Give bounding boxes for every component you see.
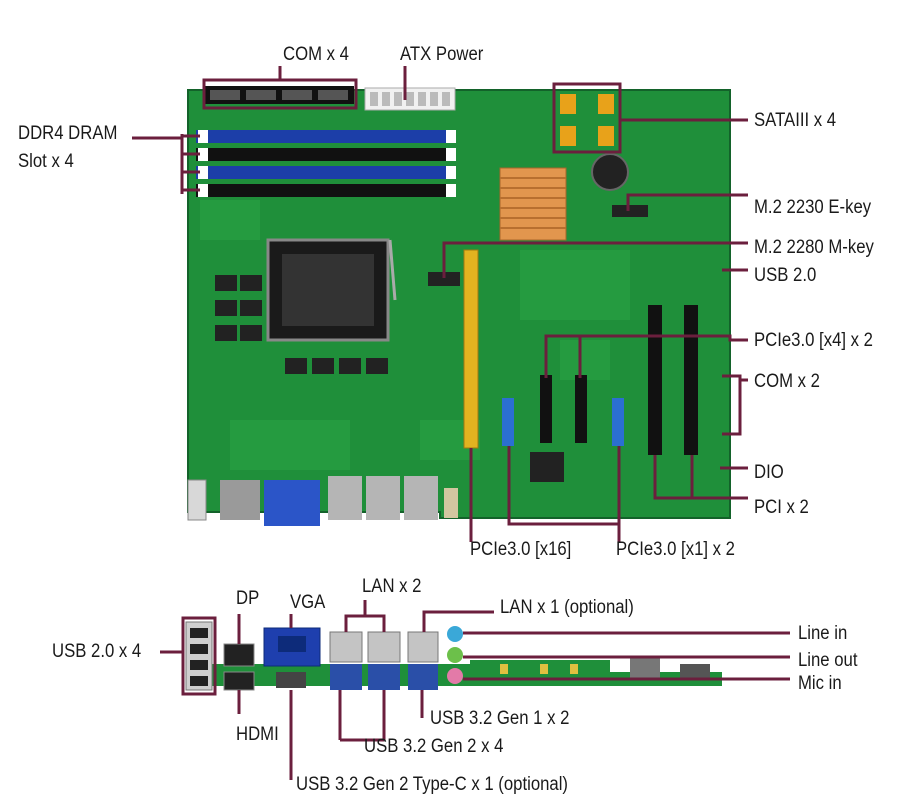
chipset-chip	[530, 452, 564, 482]
label-ddr4: DDR4 DRAM Slot x 4	[18, 123, 118, 172]
coin-battery-icon	[591, 153, 629, 191]
vrm-components	[215, 275, 388, 374]
pcie-x16-slot	[463, 249, 479, 449]
pcie-x1-slots	[502, 398, 624, 446]
pcie-x4-slots	[540, 375, 587, 443]
label-usb32-typec: USB 3.2 Gen 2 Type-C x 1 (optional)	[296, 774, 569, 795]
m2-mkey-slot	[428, 272, 460, 286]
label-usb32-gen2: USB 3.2 Gen 2 x 4	[364, 736, 504, 757]
label-lan-x1: LAN x 1 (optional)	[500, 597, 634, 618]
cpu-socket-icon	[266, 238, 397, 342]
label-pcie-x16: PCIe3.0 [x16]	[470, 539, 572, 560]
label-com-right: COM x 2	[754, 371, 820, 392]
label-dio: DIO	[754, 462, 784, 483]
label-usb20-x4: USB 2.0 x 4	[52, 641, 142, 662]
label-pcie-x1: PCIe3.0 [x1] x 2	[616, 539, 735, 560]
mic-in-jack	[447, 668, 463, 684]
atx-power-connector	[364, 87, 456, 111]
label-lan-x2: LAN x 2	[362, 576, 422, 597]
label-line-in: Line in	[798, 623, 848, 644]
rear-io-panel	[185, 621, 722, 691]
label-com-top: COM x 4	[283, 44, 349, 65]
lan-port-2	[367, 631, 401, 663]
com-headers-top	[204, 86, 354, 104]
dp-port	[223, 643, 255, 667]
lan-port-1	[329, 631, 363, 663]
label-atx-power: ATX Power	[400, 44, 484, 65]
label-m2-ekey: M.2 2230 E-key	[754, 197, 872, 218]
label-line-out: Line out	[798, 650, 858, 671]
callout-lines	[132, 66, 790, 780]
label-m2-mkey: M.2 2280 M-key	[754, 237, 874, 258]
label-usb32-gen1: USB 3.2 Gen 1 x 2	[430, 708, 570, 729]
dimm-slots	[196, 130, 456, 197]
label-pcie-x4: PCIe3.0 [x4] x 2	[754, 330, 873, 351]
label-vga: VGA	[290, 592, 326, 613]
pci-slots	[648, 305, 698, 455]
hdmi-port	[223, 671, 255, 691]
sata-ports	[560, 94, 614, 146]
label-mic-in: Mic in	[798, 673, 842, 694]
label-usb20: USB 2.0	[754, 265, 817, 286]
line-out-jack	[447, 647, 463, 663]
m2-ekey-slot	[612, 205, 648, 217]
typec-port	[276, 672, 306, 688]
label-dp: DP	[236, 588, 260, 609]
heatsink-icon	[499, 167, 567, 241]
label-pci: PCI x 2	[754, 497, 809, 518]
label-sata: SATAIII x 4	[754, 110, 837, 131]
rear-io-top-view	[187, 476, 458, 526]
line-in-jack	[447, 626, 463, 642]
lan-port-3	[407, 631, 439, 663]
label-hdmi: HDMI	[236, 724, 279, 745]
